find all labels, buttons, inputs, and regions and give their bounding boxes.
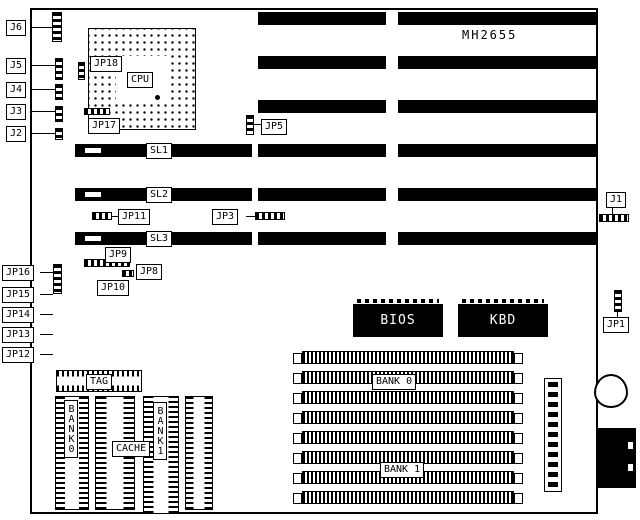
leader-line — [40, 294, 53, 295]
keyboard-controller-chip: KBD — [458, 298, 548, 337]
pin-header-strip — [544, 378, 562, 492]
leader-line — [112, 216, 118, 217]
label-jp3: JP3 — [212, 209, 239, 225]
expansion-slot — [398, 188, 596, 201]
pin1-dot — [155, 95, 160, 100]
j6-connector — [52, 12, 62, 42]
leader-line — [617, 312, 618, 317]
jp16-pins — [53, 264, 62, 294]
expansion-slot — [258, 100, 386, 113]
simm-socket — [293, 431, 523, 444]
din-notch — [628, 464, 633, 471]
expansion-slot — [398, 56, 596, 69]
jp5-pins — [246, 115, 254, 135]
label-jp1: JP1 — [603, 317, 630, 333]
label-jp16: JP16 — [2, 265, 35, 281]
label-sl3: SL3 — [146, 231, 173, 247]
cache-chips — [185, 396, 213, 510]
expansion-slot — [398, 232, 596, 245]
label-bank0-simm: BANK 0 — [372, 374, 417, 390]
label-jp5: JP5 — [261, 119, 288, 135]
label-j3: J3 — [6, 104, 27, 120]
j5-connector — [55, 58, 63, 80]
expansion-slot — [258, 144, 386, 157]
label-jp9: JP9 — [105, 247, 132, 263]
leader-line — [612, 206, 613, 214]
din-notch — [628, 442, 633, 449]
simm-socket — [293, 391, 523, 404]
label-j6: J6 — [6, 20, 27, 36]
label-sl1: SL1 — [146, 143, 173, 159]
label-jp13: JP13 — [2, 327, 35, 343]
label-j5: J5 — [6, 58, 27, 74]
expansion-slot — [398, 12, 596, 25]
j2-connector — [55, 128, 63, 140]
expansion-slot — [398, 100, 596, 113]
label-cache: CACHE — [112, 441, 151, 457]
leader-line — [40, 314, 53, 315]
label-jp15: JP15 — [2, 287, 35, 303]
label-bank1-simm: BANK 1 — [380, 462, 425, 478]
j3-connector — [55, 106, 63, 122]
label-tag: TAG — [86, 374, 113, 390]
label-bank1-chip: BANK1 — [153, 402, 167, 460]
label-jp12: JP12 — [2, 347, 35, 363]
jp8-pins — [122, 270, 134, 277]
jp11-pins — [92, 212, 112, 220]
jp3-pins — [255, 212, 285, 220]
leader-line — [30, 89, 55, 90]
expansion-slot — [258, 188, 386, 201]
label-bank0-chip: BANK0 — [64, 400, 78, 458]
pin-header-pins — [548, 382, 558, 488]
label-cpu: CPU — [127, 72, 154, 88]
simm-socket — [293, 491, 523, 504]
label-jp18: JP18 — [90, 56, 123, 72]
kbd-chip-label: KBD — [489, 313, 517, 328]
leader-line — [254, 124, 262, 125]
label-j2: J2 — [6, 126, 27, 142]
leader-line — [30, 133, 55, 134]
leader-line — [40, 354, 53, 355]
label-jp14: JP14 — [2, 307, 35, 323]
leader-line — [30, 65, 55, 66]
label-jp10: JP10 — [97, 280, 130, 296]
label-jp17: JP17 — [88, 118, 121, 134]
battery — [594, 374, 628, 408]
expansion-slot — [258, 232, 386, 245]
keyboard-din-connector — [598, 428, 636, 488]
leader-line — [40, 272, 53, 273]
label-j4: J4 — [6, 82, 27, 98]
j1-pins — [599, 214, 629, 222]
j4-connector — [55, 84, 63, 100]
leader-line — [246, 216, 255, 217]
label-j1: J1 — [606, 192, 627, 208]
simm-socket — [293, 411, 523, 424]
label-jp8: JP8 — [136, 264, 163, 280]
expansion-slot — [398, 144, 596, 157]
expansion-slot — [258, 12, 386, 25]
jp17-pins — [84, 108, 110, 115]
leader-line — [30, 111, 55, 112]
simm-socket — [293, 351, 523, 364]
jp1-pins — [614, 290, 622, 312]
leader-line — [30, 27, 52, 28]
bios-chip-label: BIOS — [380, 313, 416, 328]
expansion-slot — [258, 56, 386, 69]
label-sl2: SL2 — [146, 187, 173, 203]
leader-line — [40, 334, 53, 335]
label-jp11: JP11 — [118, 209, 151, 225]
bios-chip: BIOS — [353, 298, 443, 337]
jp18-pins — [78, 62, 85, 80]
model-number: MH2655 — [462, 28, 518, 42]
